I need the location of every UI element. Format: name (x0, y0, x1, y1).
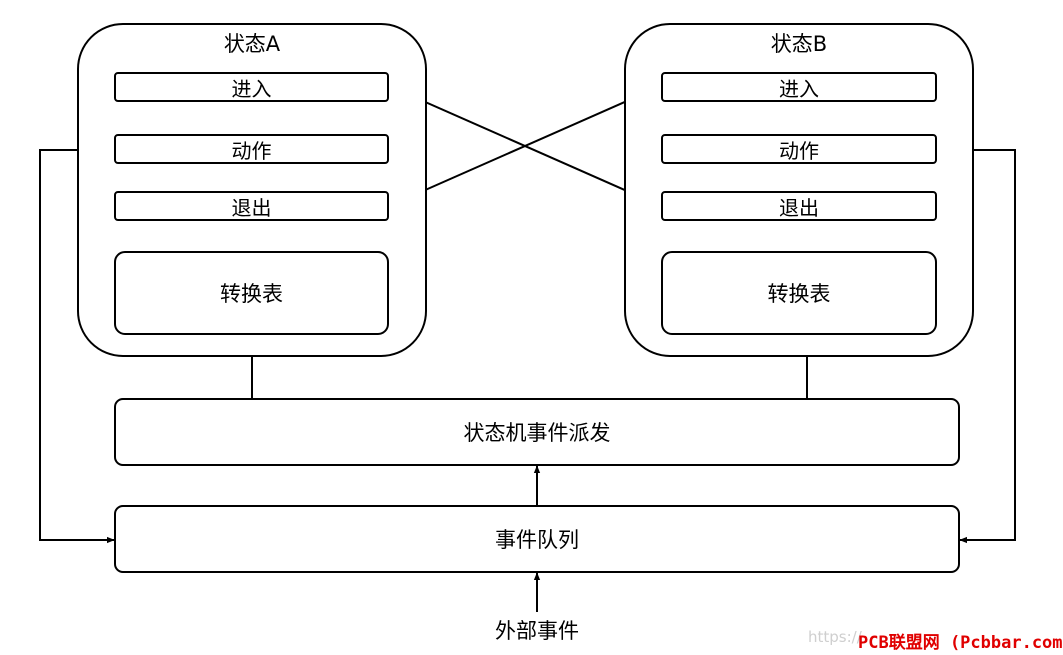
event-dispatcher-box: 状态机事件派发 (114, 398, 960, 466)
event-queue-box: 事件队列 (114, 505, 960, 573)
external-events-label: 外部事件 (495, 619, 579, 643)
state-b-transition-table: 转换表 (661, 251, 937, 335)
arrow-b-exit-to-a-enter (388, 85, 662, 207)
state-b-exit-box: 退出 (661, 191, 937, 221)
state-b-enter-box: 进入 (661, 72, 937, 102)
state-a-transition-table: 转换表 (114, 251, 389, 335)
state-a-enter-box: 进入 (114, 72, 389, 102)
state-a-title: 状态A (223, 32, 281, 56)
state-b-action-box: 动作 (661, 134, 937, 164)
watermark-url: https:// (808, 628, 862, 646)
state-a-action-box: 动作 (114, 134, 389, 164)
state-b-title: 状态B (770, 32, 828, 56)
state-a-exit-box: 退出 (114, 191, 389, 221)
watermark-brand: PCB联盟网 (Pcbbar.com) (858, 633, 1063, 653)
arrow-b-action-to-queue (937, 149, 1016, 544)
